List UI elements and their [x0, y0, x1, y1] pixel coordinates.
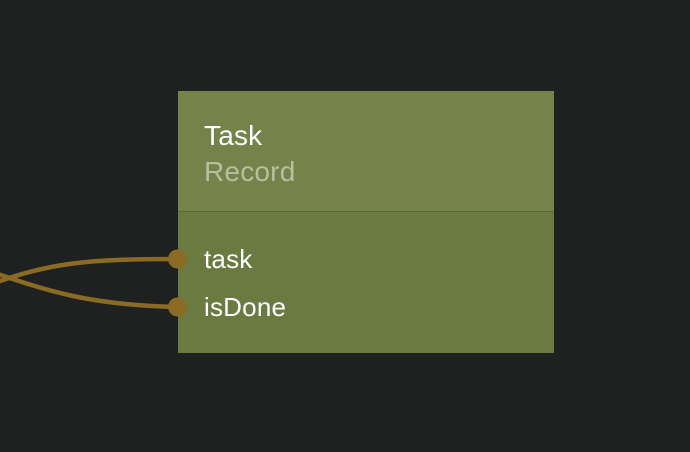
port-label-isdone: isDone — [204, 291, 287, 322]
input-socket-isdone[interactable] — [168, 297, 187, 317]
port-label-task: task — [204, 243, 253, 274]
port-row-isdone: isDone — [168, 283, 554, 331]
edge-to-isdone-input[interactable] — [0, 270, 181, 310]
node-subtitle: Record — [204, 156, 296, 187]
node-header: Task Record — [178, 91, 554, 211]
task-record-node[interactable]: Task Record task isDone — [168, 91, 554, 353]
node-title: Task — [204, 120, 263, 151]
input-socket-task[interactable] — [168, 249, 187, 269]
node-body: task isDone — [168, 211, 554, 353]
port-row-task: task — [168, 235, 554, 283]
